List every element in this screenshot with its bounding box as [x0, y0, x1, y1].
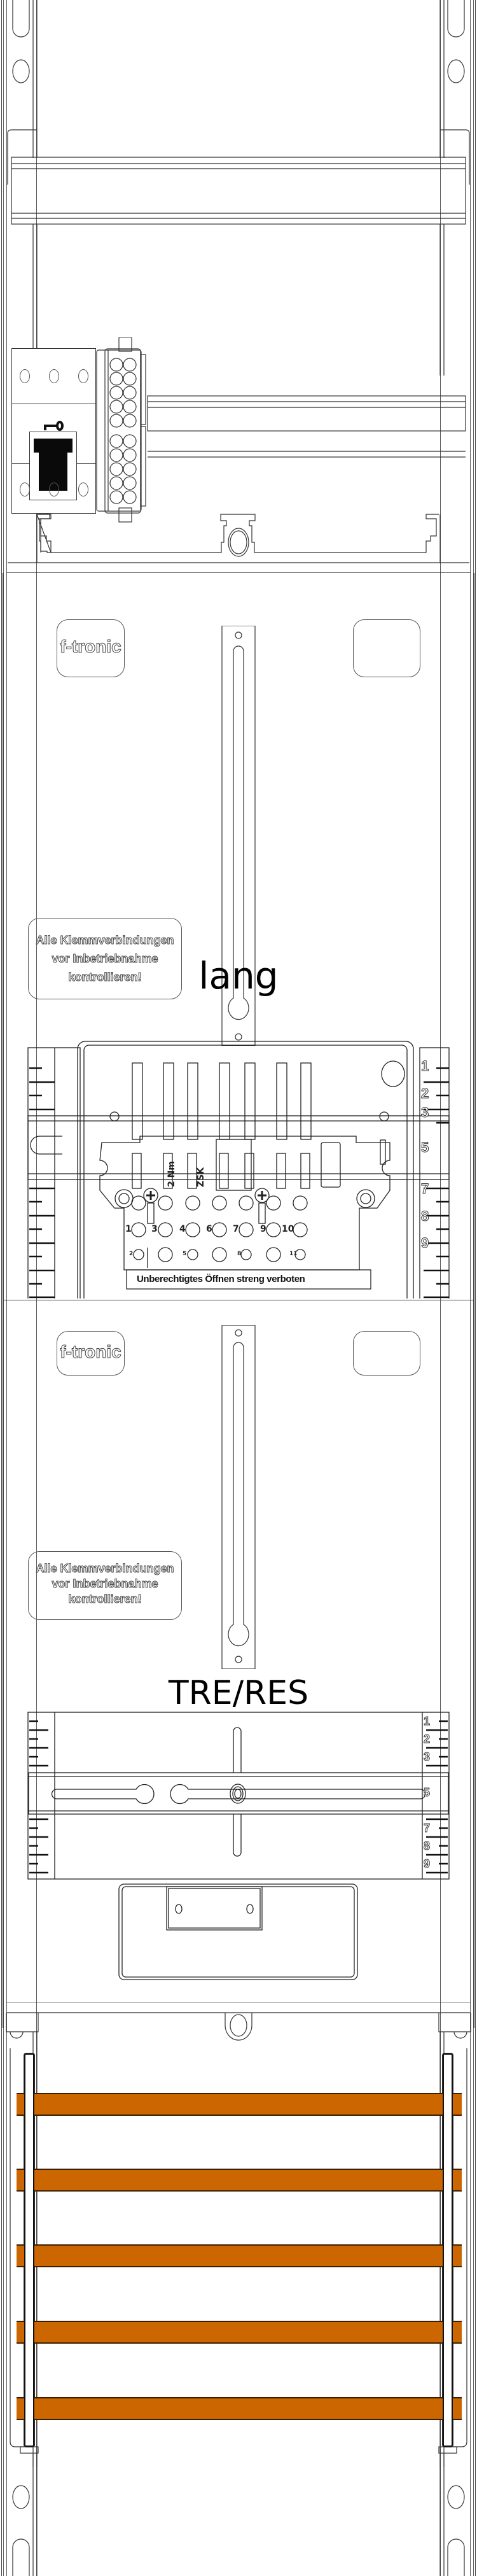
busbar-1 [17, 2093, 462, 2116]
tre-res-module[interactable]: 1 2 3 5 7 8 9 [25, 1706, 452, 2024]
scale-number: 2 [423, 1733, 431, 1746]
warning-line-3: kontrollieren! [68, 971, 142, 984]
lock-switch-icon[interactable] [29, 432, 77, 500]
warning-plate: Alle Klemmverbindungen vor Inbetriebnahm… [28, 918, 182, 999]
scale-number: 1 [423, 1715, 431, 1728]
terminal-number: 4 [179, 1224, 186, 1234]
terminal-block-drawing [96, 337, 146, 523]
scale-number: 1 [420, 1058, 429, 1074]
screw-terminal [49, 369, 59, 383]
key-icon [44, 421, 64, 431]
scale-number: 5 [420, 1139, 429, 1156]
screw-terminal [20, 369, 30, 383]
sealing-slot-bar [221, 626, 256, 1046]
busbar-holder-left [24, 2053, 34, 2447]
top-mounting-section [0, 0, 477, 573]
meter-module-lang[interactable]: 1 2 3 5 7 8 9 2 Nm ZSK 1 3 4 6 7 9 10 2 … [25, 1031, 452, 1299]
terminal-number: 8 [237, 1251, 242, 1257]
label-plate-blank[interactable] [353, 1331, 420, 1376]
scale-number: 8 [423, 1840, 431, 1853]
terminal-number: 9 [260, 1224, 266, 1234]
scale-number: 9 [420, 1235, 429, 1251]
warning-line-2: vor Inbetriebnahme [52, 1577, 158, 1591]
label-plate-blank[interactable] [353, 619, 420, 677]
busbar-section [0, 2002, 477, 2576]
tre-res-drawing [27, 1712, 450, 1980]
terminal-number: 6 [206, 1224, 212, 1234]
scale-number: 3 [420, 1104, 429, 1121]
module-label-tre-res: TRE/RES [168, 1674, 309, 1712]
scale-number: 2 [420, 1085, 429, 1102]
module-label-lang: lang [198, 954, 279, 997]
main-switch[interactable] [11, 348, 96, 514]
brand-logo: f-tronic [60, 637, 121, 657]
warning-line-2: vor Inbetriebnahme [52, 952, 158, 966]
busbar-4 [17, 2321, 462, 2344]
cover-upper: f-tronic Alle Klemmverbindungen vor Inbe… [0, 573, 477, 1300]
busbar-holder-right [443, 2053, 453, 2447]
scale-number: 9 [423, 1857, 431, 1871]
terminal-number: 7 [233, 1224, 239, 1234]
terminal-number: 10 [282, 1224, 294, 1234]
logo-plate: f-tronic [57, 619, 125, 677]
cover-lower: f-tronic Alle Klemmverbindungen vor Inbe… [0, 1300, 477, 2028]
warning-plate: Alle Klemmverbindungen vor Inbetriebnahm… [28, 1551, 182, 1620]
terminal-number: 11 [289, 1251, 298, 1257]
warning-line-3: kontrollieren! [68, 1593, 142, 1606]
screw-terminal [78, 482, 88, 496]
warning-strip: Unberechtigtes Öffnen streng verboten [137, 1274, 305, 1284]
warning-line-1: Alle Klemmverbindungen [36, 934, 174, 947]
terminal-number: 1 [125, 1224, 132, 1234]
brand-logo: f-tronic [60, 1342, 121, 1362]
busbar-frame-drawing [6, 2002, 471, 2576]
screw-terminal [78, 369, 88, 383]
sealing-slot-bar [221, 1325, 256, 1669]
screw-terminal [20, 482, 30, 496]
zsk-label: ZSK [196, 1167, 206, 1187]
terminal-number: 2 [129, 1251, 134, 1257]
terminal-number: 5 [183, 1251, 187, 1257]
screw-terminal [49, 482, 59, 496]
scale-number: 7 [423, 1822, 431, 1835]
scale-number: 5 [423, 1786, 431, 1799]
scale-number: 8 [420, 1208, 429, 1225]
top-frame-drawing [6, 0, 471, 573]
meter-module-drawing [27, 1041, 450, 1299]
busbar-2 [17, 2169, 462, 2192]
terminal-number: 3 [151, 1224, 158, 1234]
logo-plate: f-tronic [57, 1331, 125, 1376]
scale-number: 7 [420, 1181, 429, 1197]
terminal-block[interactable] [96, 337, 149, 525]
warning-line-1: Alle Klemmverbindungen [36, 1562, 174, 1575]
torque-label: 2 Nm [167, 1161, 177, 1187]
busbar-5 [17, 2397, 462, 2420]
busbar-3 [17, 2244, 462, 2267]
scale-number: 3 [423, 1750, 431, 1764]
